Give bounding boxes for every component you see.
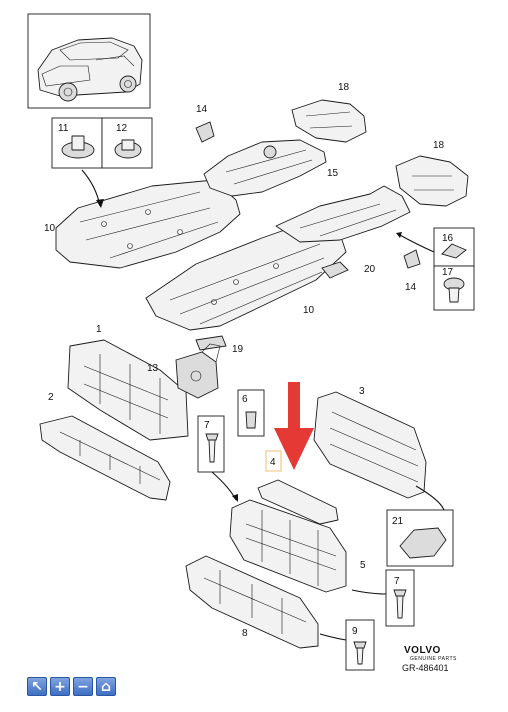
diagram-reference: GR-486401 <box>402 663 449 673</box>
panel-4 <box>257 450 339 525</box>
callout-18a: 18 <box>338 82 350 93</box>
callout-19: 19 <box>232 344 244 355</box>
lower-shutter-8 <box>185 555 319 649</box>
leader-16 <box>397 233 435 253</box>
detail-box-11-12 <box>51 117 153 169</box>
callout-7b: 7 <box>394 576 400 587</box>
minus-icon: − <box>77 678 89 695</box>
callout-18b: 18 <box>433 140 445 151</box>
vehicle-thumbnail <box>27 13 151 109</box>
home-icon: ⌂ <box>100 678 112 695</box>
detail-box-16-17 <box>433 227 475 311</box>
zoom-out-button[interactable]: − <box>73 677 93 696</box>
zoom-in-button[interactable]: + <box>50 677 70 696</box>
clip-14a <box>195 121 215 143</box>
detail-box-7-upper <box>197 415 225 473</box>
callout-21: 21 <box>392 516 404 527</box>
bracket-20 <box>321 261 349 279</box>
callout-1: 1 <box>96 324 102 335</box>
clip-14b <box>403 249 421 269</box>
plus-icon: + <box>54 678 66 695</box>
callout-11: 11 <box>58 123 69 134</box>
rear-bracket-18a <box>291 99 367 143</box>
grille-frame-1 <box>67 339 189 441</box>
lower-bracket-2 <box>39 415 171 501</box>
bracket-19 <box>195 335 227 351</box>
brand-name: VOLVO <box>404 645 441 656</box>
callout-20: 20 <box>364 264 376 275</box>
callout-16: 16 <box>442 233 454 244</box>
callout-8: 8 <box>242 628 248 639</box>
callout-14b: 14 <box>405 282 417 293</box>
cursor-icon: ↖ <box>31 678 43 695</box>
callout-10b: 10 <box>303 305 315 316</box>
callout-7a: 7 <box>204 420 210 431</box>
callout-5: 5 <box>360 560 366 571</box>
callout-4: 4 <box>270 457 276 468</box>
shutter-frame-3 <box>313 391 427 499</box>
leader-7-upper <box>211 471 237 501</box>
brand-tagline: GENUINE PARTS <box>410 656 457 662</box>
callout-12: 12 <box>116 123 128 134</box>
highlight-arrow <box>274 382 314 470</box>
viewer-toolbar: ↖ + − ⌂ <box>27 677 116 696</box>
underbody-panel-front <box>55 179 241 269</box>
detail-box-7-lower <box>385 569 415 627</box>
tunnel-cover <box>275 185 411 243</box>
leader-3 <box>415 485 445 511</box>
leader-7-lower <box>351 589 387 595</box>
rear-bracket-18b <box>395 155 469 207</box>
detail-box-21 <box>386 509 454 567</box>
underbody-panel-mid <box>203 139 327 197</box>
detail-box-6 <box>237 389 265 437</box>
callout-13: 13 <box>147 363 159 374</box>
callout-14a: 14 <box>196 104 208 115</box>
cursor-button[interactable]: ↖ <box>27 677 47 696</box>
actuator-13 <box>175 343 221 399</box>
callout-17: 17 <box>442 267 454 278</box>
callout-3: 3 <box>359 386 365 397</box>
leader-9 <box>319 633 347 641</box>
home-button[interactable]: ⌂ <box>96 677 116 696</box>
detail-box-9 <box>345 619 375 671</box>
callout-9: 9 <box>352 626 358 637</box>
shutter-5 <box>229 499 347 593</box>
callout-2: 2 <box>48 392 54 403</box>
callout-15: 15 <box>327 168 339 179</box>
callout-10a: 10 <box>44 223 56 234</box>
callout-6: 6 <box>242 394 248 405</box>
